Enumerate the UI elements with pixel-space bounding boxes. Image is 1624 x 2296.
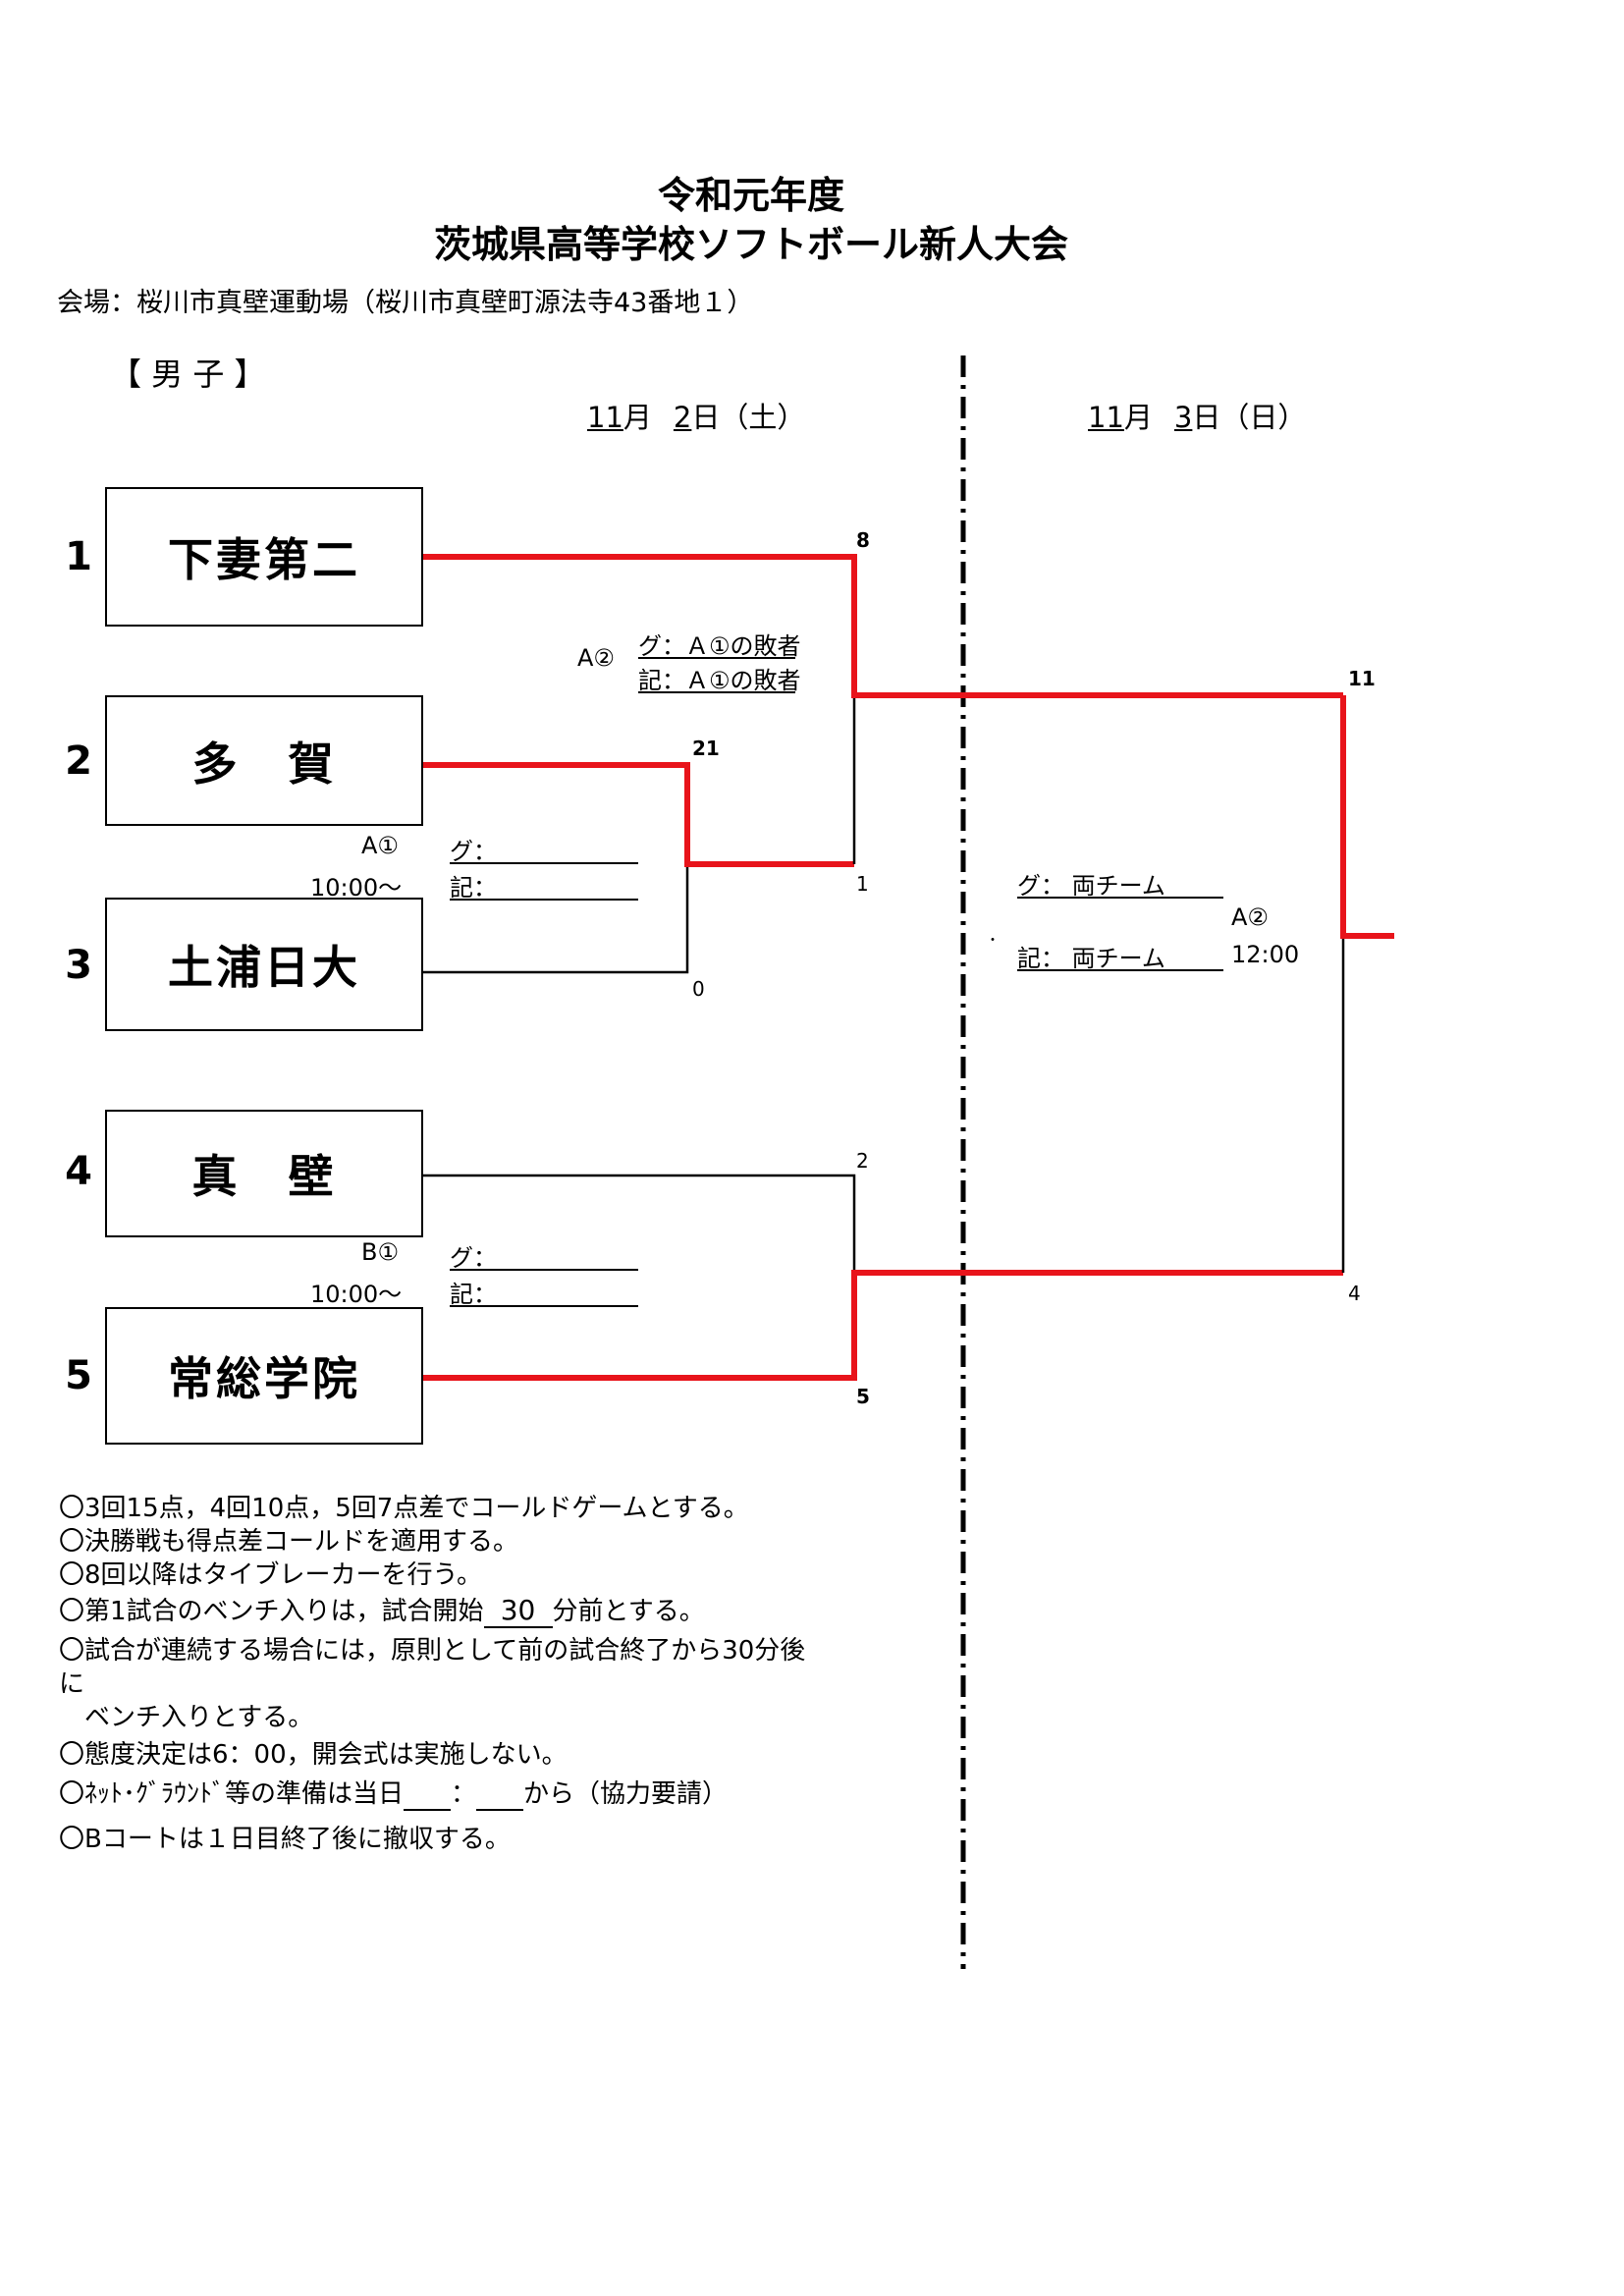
- final-time: 12:00: [1231, 941, 1300, 968]
- team-box-2: 多 賀: [105, 695, 423, 826]
- final-ground: グ： 両チーム: [1017, 866, 1223, 900]
- note-bench-post: 分前とする。: [552, 1597, 705, 1626]
- match-a1-time: 10:00～: [310, 874, 403, 902]
- match-a2-record: 記：Ａ①の敗者: [638, 661, 801, 694]
- score-a1-winner: 1: [856, 872, 869, 896]
- match-b1-record: 記：: [450, 1275, 638, 1308]
- final-dot: ・: [986, 933, 1000, 949]
- note-attitude: 〇態度決定は6：00，開会式は実施しない。: [59, 1740, 568, 1770]
- date-day2-rest: 日（日）: [1192, 401, 1307, 434]
- section-label-boys: 【 男 子 】: [110, 355, 266, 393]
- note-called-game: 〇3回15点，4回10点，5回7点差でコールドゲームとする。: [59, 1494, 749, 1523]
- note-bench-value: 30: [483, 1594, 553, 1628]
- line-team3: [422, 864, 689, 974]
- note-consecutive: 〇試合が連続する場合には，原則として前の試合終了から30分後: [59, 1636, 806, 1666]
- score-final-bottom: 4: [1348, 1282, 1361, 1305]
- venue-text: 会場：桜川市真壁運動場（桜川市真壁町源法寺43番地１）: [57, 288, 754, 318]
- match-a2-label: A②: [577, 644, 615, 672]
- note-final-called: 〇決勝戦も得点差コールドを適用する。: [59, 1527, 519, 1557]
- note-tiebreaker: 〇8回以降はタイブレーカーを行う。: [59, 1560, 482, 1590]
- date-day2-day: 3: [1173, 401, 1193, 434]
- note-net-blank-1: [404, 1779, 452, 1811]
- team-box-3: 土浦日大: [105, 898, 423, 1031]
- date-day1-month: 11: [587, 401, 623, 434]
- seed-1: 1: [65, 534, 92, 579]
- note-net-pre: 〇ﾈｯﾄ･ｸﾞﾗｳﾝﾄﾞ等の準備は当日: [59, 1779, 405, 1809]
- score-team3: 0: [692, 977, 705, 1001]
- note-net-ground: 〇ﾈｯﾄ･ｸﾞﾗｳﾝﾄﾞ等の準備は当日 ： から（協力要請）: [59, 1774, 728, 1811]
- note-net-blank-2: [476, 1779, 524, 1811]
- date-day1-day: 2: [673, 401, 692, 434]
- match-a1-ground: グ：: [450, 832, 638, 865]
- seed-4: 4: [65, 1149, 92, 1194]
- score-team1: 8: [856, 528, 870, 552]
- date-day2-month-unit: 月: [1123, 401, 1153, 434]
- note-bench-entry-2: ベンチ入りとする。: [59, 1703, 314, 1732]
- note-b-court: 〇Bコートは１日目終了後に撤収する。: [59, 1825, 511, 1854]
- line-team4: [422, 1174, 856, 1273]
- final-label: A②: [1231, 903, 1269, 931]
- note-net-post: から（協力要請）: [523, 1779, 729, 1809]
- team-box-5: 常総学院: [105, 1307, 423, 1445]
- match-b1-label: B①: [361, 1238, 399, 1266]
- team-box-4: 真 壁: [105, 1110, 423, 1237]
- score-team4: 2: [856, 1149, 869, 1173]
- score-final-top: 11: [1348, 667, 1376, 690]
- note-net-sep: ：: [451, 1779, 477, 1809]
- match-a2-ground: グ：Ａ①の敗者: [638, 627, 801, 660]
- title-line-2: 茨城県高等学校ソフトボール新人大会: [433, 223, 1068, 266]
- date-day2-month: 11: [1088, 401, 1124, 434]
- match-a1-label: A①: [361, 832, 399, 859]
- match-a1-record: 記：: [450, 868, 638, 902]
- final-record: 記： 両チーム: [1017, 939, 1223, 972]
- line-final-top-win: [1340, 695, 1394, 939]
- title-line-1: 令和元年度: [657, 174, 844, 217]
- match-b1-time: 10:00～: [310, 1281, 403, 1308]
- date-day1-rest: 日（土）: [691, 401, 806, 434]
- match-b1-ground: グ：: [450, 1238, 638, 1272]
- seed-3: 3: [65, 943, 92, 988]
- note-consecutive-cont: に: [59, 1669, 85, 1699]
- seed-5: 5: [65, 1353, 92, 1398]
- note-bench-pre: 〇第1試合のベンチ入りは，試合開始: [59, 1597, 484, 1626]
- score-team5: 5: [856, 1385, 870, 1408]
- line-team5-win: [422, 1270, 1343, 1381]
- score-team2: 21: [692, 737, 720, 760]
- team-box-1: 下妻第二: [105, 487, 423, 627]
- line-team1-win: [422, 554, 1343, 698]
- seed-2: 2: [65, 738, 92, 784]
- line-team2-win: [422, 762, 854, 867]
- date-day1-month-unit: 月: [623, 401, 652, 434]
